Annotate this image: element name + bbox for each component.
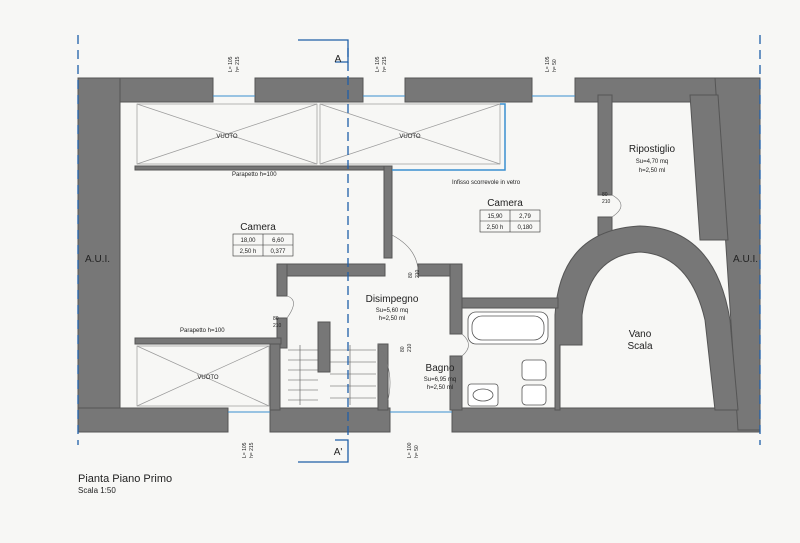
wall-bottom-1 bbox=[77, 407, 229, 433]
table-camera-right: 15,90 2,79 2,50 h 0,180 bbox=[479, 209, 541, 233]
bidet bbox=[521, 359, 547, 381]
table-cell: 6,60 bbox=[272, 238, 284, 244]
room-camera-left: Camera bbox=[240, 222, 276, 233]
table-cell: 15,90 bbox=[487, 214, 503, 220]
toilet bbox=[521, 384, 547, 406]
room-vano: Vano bbox=[629, 329, 652, 340]
table-cell: 2,50 h bbox=[487, 225, 504, 231]
wall-top-2 bbox=[254, 77, 364, 103]
disimpegno-area: Su=5,60 mq bbox=[376, 308, 409, 314]
dim-win-top-1-l: L= 105 bbox=[228, 56, 234, 72]
room-scala: Scala bbox=[627, 341, 652, 352]
void-areas bbox=[136, 103, 501, 407]
sliding-glass-frame bbox=[392, 103, 506, 171]
bagno-height: h=2,50 ml bbox=[427, 385, 454, 391]
glass-frame-label: Infisso scorrevole in vetro bbox=[452, 180, 521, 186]
room-aui-left: A.U.I. bbox=[85, 254, 110, 265]
dim-door-ripostiglio-w: 80 bbox=[602, 192, 608, 198]
dim-win-bot-1-l: L= 105 bbox=[242, 442, 248, 458]
dim-win-bot-2-h: h= 50 bbox=[414, 445, 420, 458]
dim-door-bagno-h: 210 bbox=[407, 343, 413, 352]
wall-ripostiglio-left bbox=[597, 94, 613, 196]
table-cell: 0,377 bbox=[270, 249, 286, 255]
drawing-title: Pianta Piano Primo bbox=[78, 473, 172, 485]
stairs bbox=[288, 345, 376, 405]
section-label-top: A bbox=[335, 54, 342, 65]
dim-door-camera-w: 80 bbox=[408, 272, 414, 278]
wall-stair-left bbox=[269, 343, 281, 411]
door-swings bbox=[286, 194, 622, 401]
wall-left bbox=[77, 77, 121, 431]
room-bagno: Bagno bbox=[426, 363, 455, 374]
table-cell: 18,00 bbox=[240, 238, 256, 244]
windows bbox=[213, 95, 575, 413]
wall-disimpegno-top bbox=[276, 263, 386, 277]
void-label-1: VUOTO bbox=[216, 134, 238, 140]
wall-stair-right bbox=[377, 343, 389, 411]
room-aui-right: A.U.I. bbox=[733, 254, 758, 265]
dim-win-bot-1-h: h= 215 bbox=[249, 442, 255, 458]
wall-disimpegno-left-a bbox=[276, 263, 288, 297]
disimpegno-height: h=2,50 ml bbox=[379, 316, 406, 322]
wall-parapet-left bbox=[134, 337, 282, 345]
drawing-scale: Scala 1:50 bbox=[78, 486, 116, 495]
dim-win-top-2-l: L= 105 bbox=[375, 56, 381, 72]
dim-win-top-1-h: h= 215 bbox=[235, 56, 241, 72]
room-ripostiglio: Ripostiglio bbox=[629, 144, 676, 155]
table-camera-left: 18,00 6,60 2,50 h 0,377 bbox=[232, 233, 294, 257]
wall-camera-divider bbox=[383, 165, 393, 259]
sink bbox=[467, 383, 499, 407]
room-camera-right: Camera bbox=[487, 198, 523, 209]
wall-disimpegno-left-b bbox=[276, 317, 288, 349]
void-3 bbox=[136, 345, 270, 407]
wall-bagno-left-b bbox=[449, 355, 463, 411]
walls bbox=[77, 77, 761, 433]
void-2 bbox=[319, 103, 501, 165]
dim-door-bagno-w: 80 bbox=[400, 346, 406, 352]
dim-door-ripostiglio-h: 210 bbox=[602, 199, 611, 205]
wall-bagno-top bbox=[461, 297, 559, 309]
wall-stair-arch bbox=[554, 225, 739, 411]
wall-bottom-2 bbox=[269, 407, 391, 433]
section-line bbox=[298, 39, 349, 463]
dim-win-bot-2-l: L= 100 bbox=[407, 442, 413, 458]
void-label-3: VUOTO bbox=[197, 375, 219, 381]
outline-guides bbox=[77, 35, 761, 445]
table-cell: 2,50 h bbox=[240, 249, 257, 255]
stair-column bbox=[317, 321, 331, 373]
parapet-left-label: Parapetto h=100 bbox=[180, 328, 225, 334]
bathroom-fixtures bbox=[467, 311, 549, 407]
dim-win-top-2-h: h= 215 bbox=[382, 56, 388, 72]
wall-top-3 bbox=[404, 77, 533, 103]
void-1 bbox=[136, 103, 318, 165]
dim-door-left-h: 210 bbox=[273, 323, 282, 329]
table-cell: 2,79 bbox=[519, 214, 531, 220]
ripostiglio-height: h=2,50 ml bbox=[639, 168, 666, 174]
wall-bagno-left-a bbox=[449, 263, 463, 335]
dim-door-camera-h: 210 bbox=[415, 269, 421, 278]
wall-ripostiglio-right bbox=[689, 94, 729, 241]
bathtub bbox=[467, 311, 549, 345]
room-disimpegno: Disimpegno bbox=[366, 294, 419, 305]
dim-win-top-3-l: L= 105 bbox=[545, 56, 551, 72]
table-cell: 0,180 bbox=[517, 225, 533, 231]
wall-bottom-3 bbox=[451, 407, 761, 433]
void-label-2: VUOTO bbox=[399, 134, 421, 140]
section-label-bottom: A' bbox=[334, 447, 343, 458]
dim-win-top-3-h: h= 50 bbox=[552, 59, 558, 72]
ripostiglio-area: Su=4,70 mq bbox=[636, 159, 669, 165]
parapet-top-label: Parapetto h=100 bbox=[232, 172, 277, 178]
bagno-area: Su=6,95 mq bbox=[424, 377, 457, 383]
dim-door-left-w: 80 bbox=[273, 316, 279, 322]
